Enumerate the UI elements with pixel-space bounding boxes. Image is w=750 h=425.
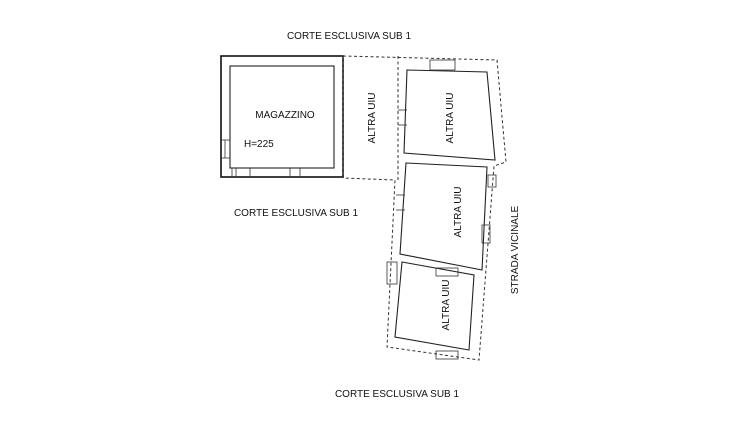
label-corte-mid: CORTE ESCLUSIVA SUB 1 xyxy=(234,208,359,219)
label-magazzino: MAGAZZINO xyxy=(255,110,315,121)
label-altra-uiu-1: ALTRA UIU xyxy=(367,93,378,144)
label-altra-uiu-2: ALTRA UIU xyxy=(445,93,456,144)
label-strada-vicinale: STRADA VICINALE xyxy=(510,205,521,294)
room-lower xyxy=(386,261,475,360)
label-altra-uiu-4: ALTRA UIU xyxy=(441,280,452,331)
label-altra-uiu-3: ALTRA UIU xyxy=(453,187,464,238)
label-height: H=225 xyxy=(244,139,274,150)
room-upper-right xyxy=(398,59,496,161)
room-middle xyxy=(396,162,497,271)
label-corte-top: CORTE ESCLUSIVA SUB 1 xyxy=(287,31,412,42)
label-corte-bottom: CORTE ESCLUSIVA SUB 1 xyxy=(335,389,460,400)
perimeter-dashed xyxy=(342,55,507,361)
